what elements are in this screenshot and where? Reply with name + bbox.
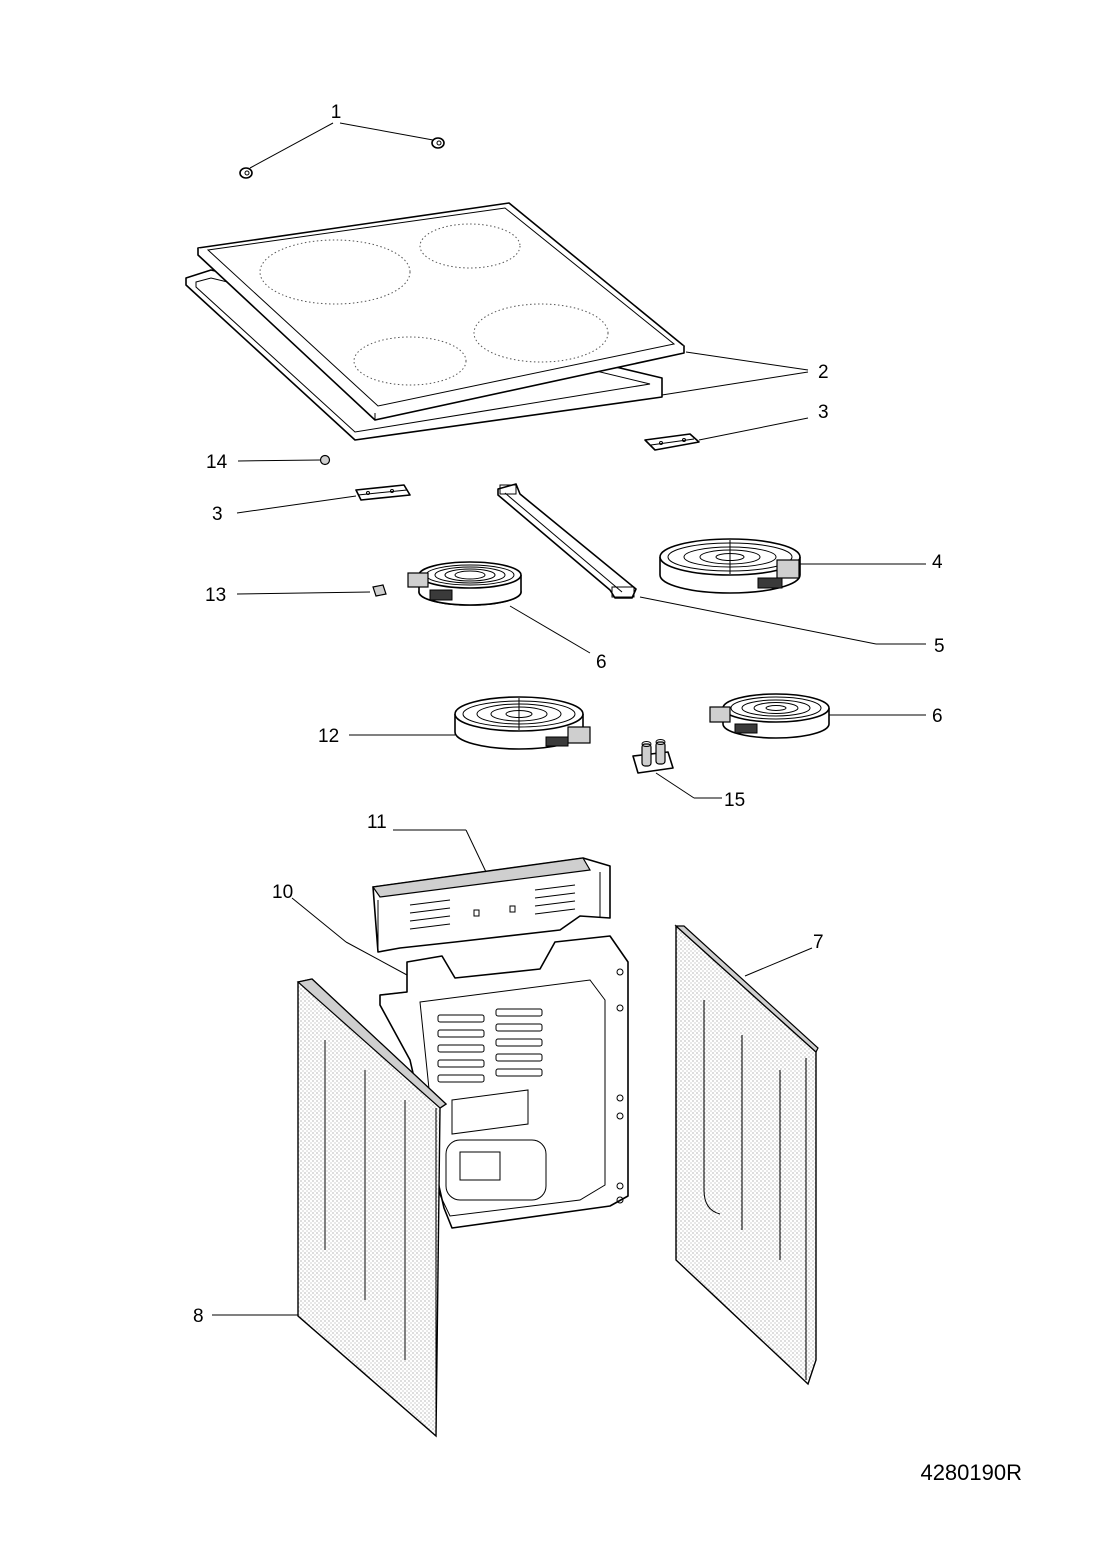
heating-element-part-12	[454, 696, 591, 750]
callout-3-right: 3	[818, 402, 829, 423]
side-panel-part-7-right	[674, 924, 819, 1386]
side-panel-part-8-left	[296, 978, 448, 1438]
screw-part-1-left	[239, 167, 253, 179]
callout-12: 12	[318, 726, 339, 747]
drawing-code: 4280190R	[920, 1460, 1022, 1485]
heating-element-part-6-lower	[709, 693, 830, 739]
nut-part-14	[319, 454, 331, 466]
callout-4: 4	[932, 552, 943, 573]
clip-part-13	[372, 584, 387, 597]
bracket-part-3-left	[355, 484, 411, 501]
callout-7: 7	[813, 932, 824, 953]
support-bar-part-5	[497, 483, 637, 599]
callout-6-upper: 6	[596, 652, 607, 673]
callout-15: 15	[724, 790, 745, 811]
callout-6-lower: 6	[932, 706, 943, 727]
terminal-block-part-15	[632, 739, 674, 774]
back-panel-part-10	[379, 935, 629, 1229]
callout-1: 1	[331, 102, 342, 123]
callout-3-left: 3	[212, 504, 223, 525]
control-support-part-11	[371, 857, 611, 953]
screw-part-1-right	[431, 137, 445, 149]
heating-element-part-6-upper	[407, 561, 522, 606]
callout-10: 10	[272, 882, 293, 903]
callout-8: 8	[193, 1306, 204, 1327]
callout-13: 13	[205, 585, 226, 606]
glass-ceramic-hob-top	[197, 202, 685, 421]
bracket-part-3-right	[644, 433, 700, 451]
heating-element-part-4	[659, 538, 801, 594]
callout-2: 2	[818, 362, 829, 383]
callout-14: 14	[206, 452, 228, 473]
leader-lines	[212, 122, 926, 1316]
callout-5: 5	[934, 636, 945, 657]
callout-11: 11	[367, 812, 387, 833]
